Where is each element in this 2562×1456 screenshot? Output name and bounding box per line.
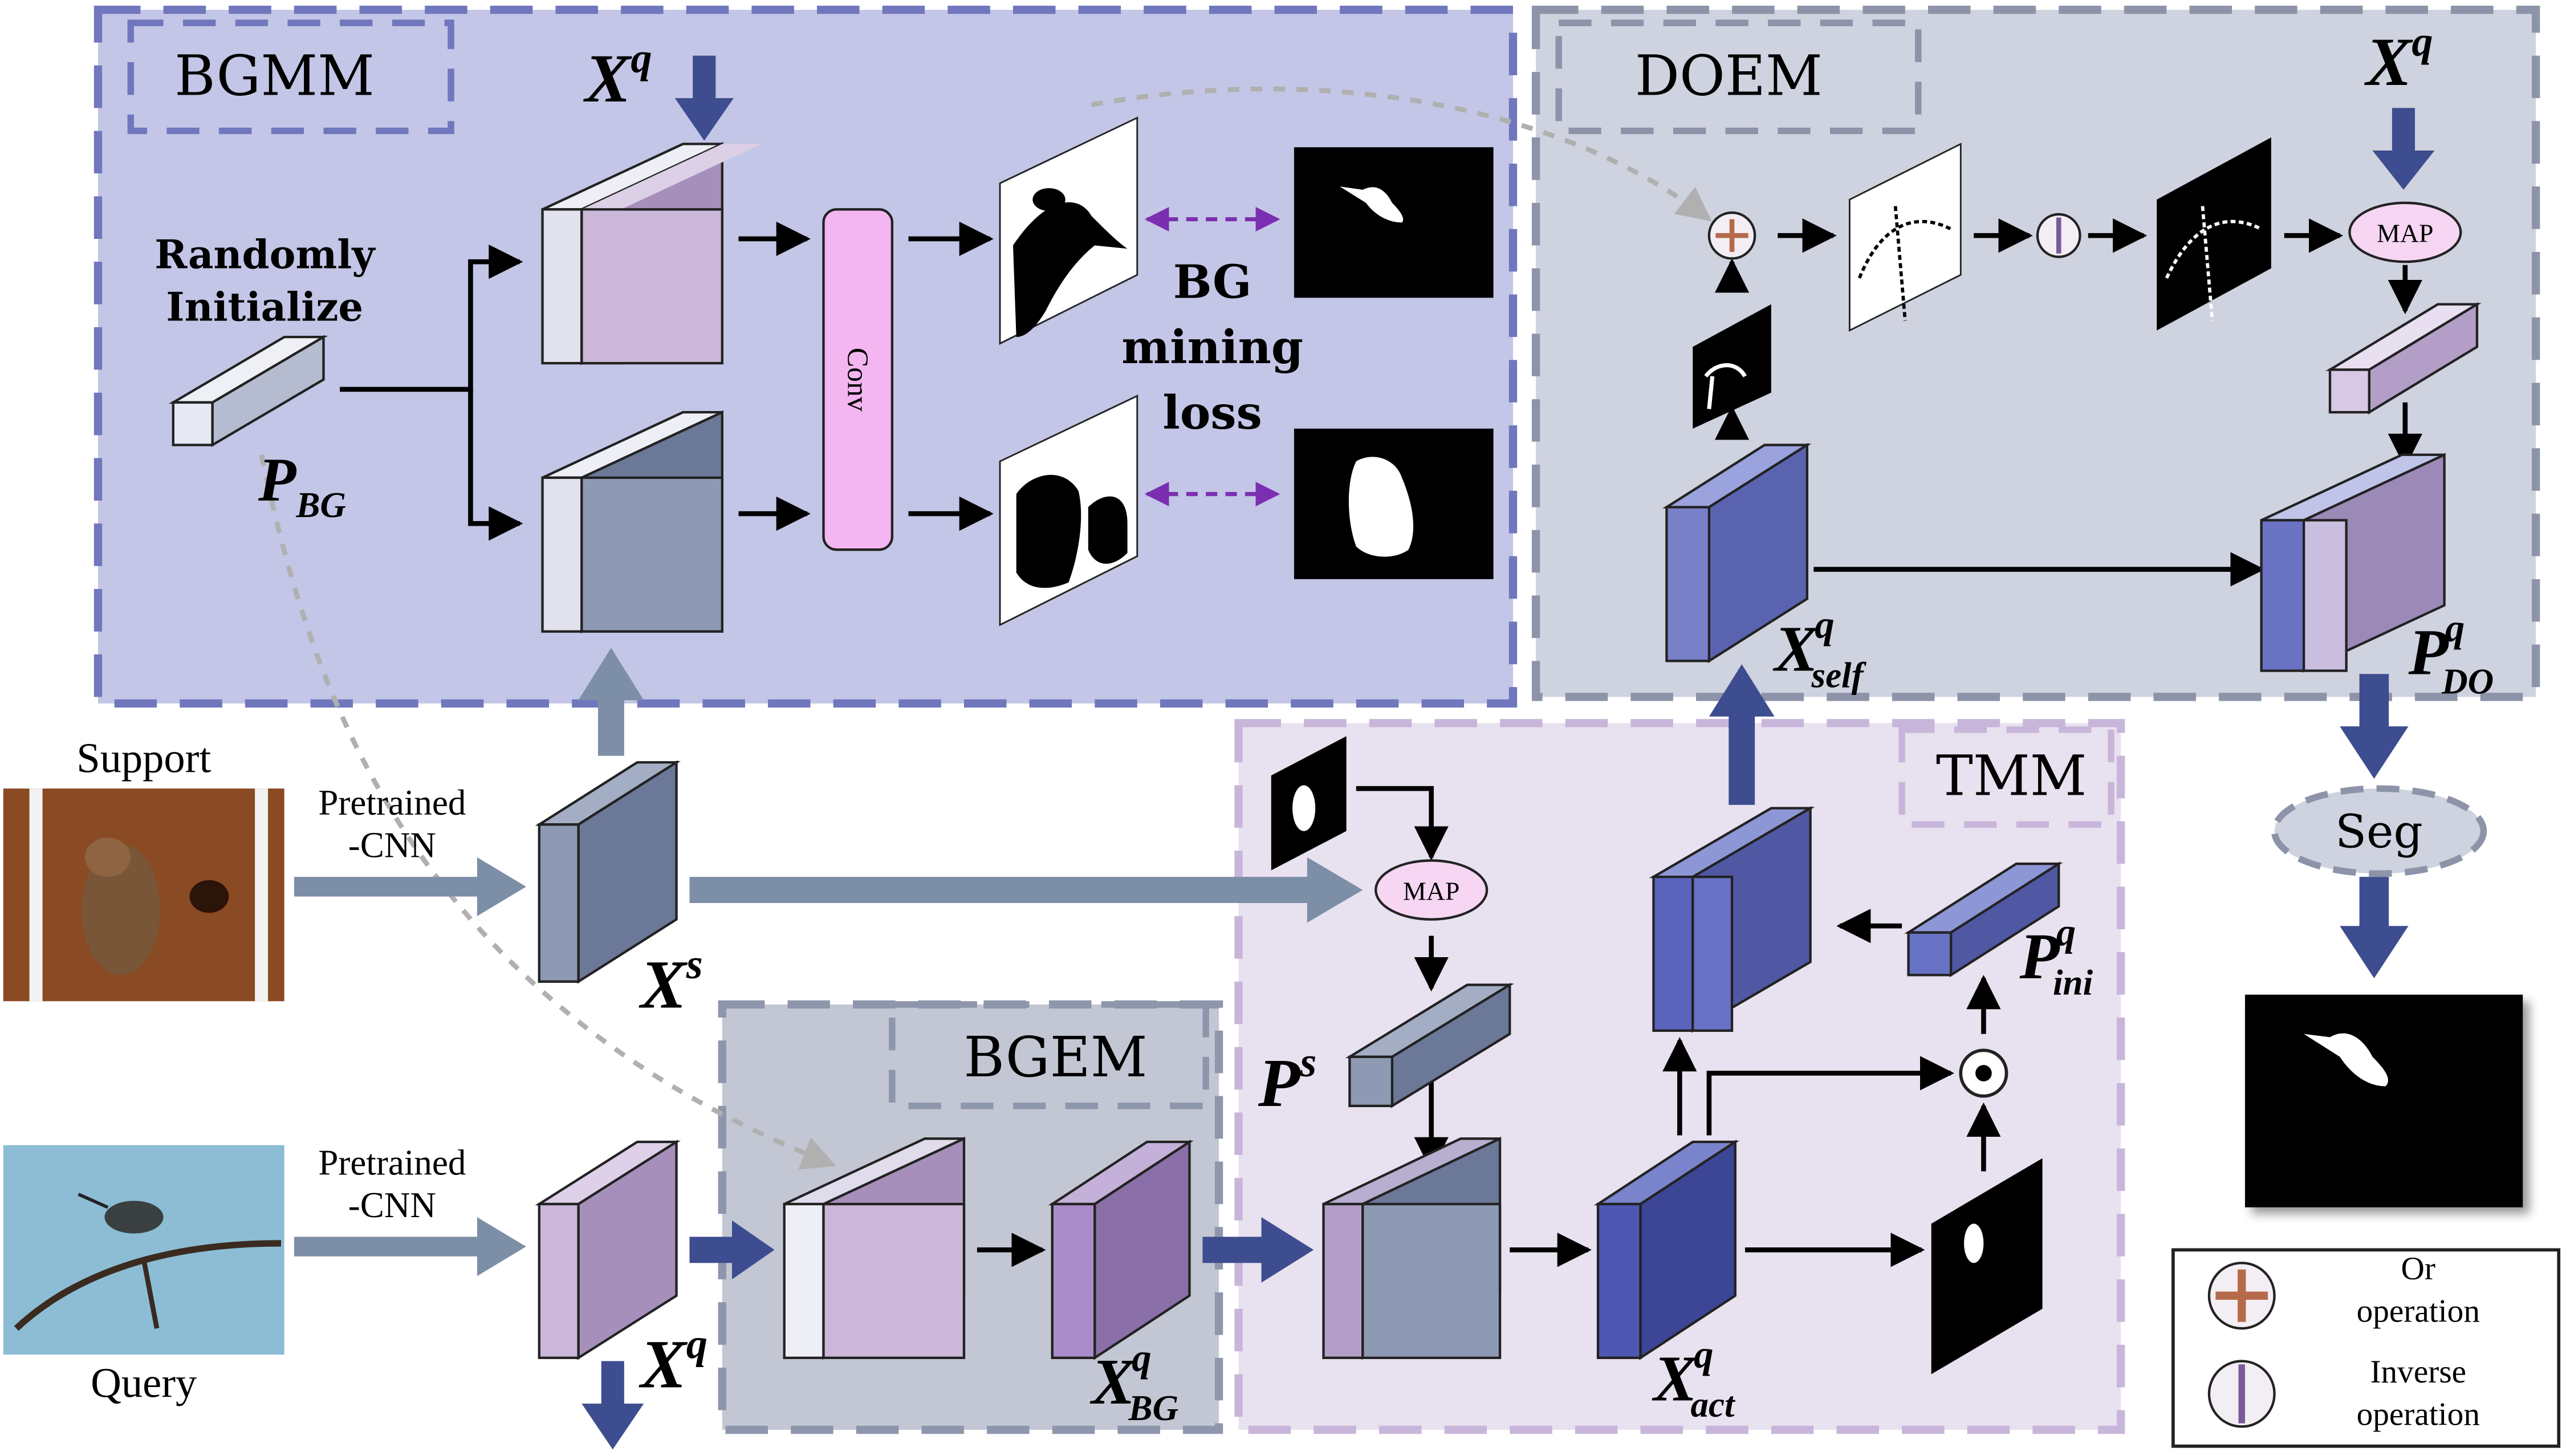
or-result-mask [1848, 143, 1962, 332]
p-s-prototype [1345, 982, 1514, 1108]
prototype-to-bgem-curve [259, 454, 837, 1170]
bgem-concat-feature [783, 1136, 966, 1360]
pretrained-query-2: -CNN [348, 1185, 436, 1225]
bgem-title: BGEM [963, 1024, 1147, 1089]
support-image [3, 788, 284, 1002]
bgmm-module: BGMM [93, 6, 1518, 708]
support-label: Support [76, 735, 211, 782]
math-xq-top-right: Xq [2364, 19, 2433, 101]
doem-title: DOEM [1635, 43, 1823, 108]
final-segmentation-output [2244, 994, 2523, 1207]
legend-inverse-label-1: Inverse [2370, 1354, 2466, 1390]
self-mask-small [1693, 304, 1771, 429]
map-bottom-label: MAP [1403, 876, 1459, 905]
bg-mining-label-2: mining [1121, 320, 1303, 374]
bg-mining-label-1: BG [1173, 255, 1252, 308]
bg-mask-bottom [999, 394, 1138, 627]
legend-or-label-1: Or [2401, 1251, 2435, 1287]
tmm-concat-feature [1322, 1136, 1502, 1360]
do-prototype-block [2325, 302, 2482, 414]
math-p-s: Ps [1258, 1039, 1317, 1121]
initialize-label: Initialize [166, 284, 363, 330]
conv-block: Conv [822, 208, 894, 551]
randomly-label: Randomly [154, 232, 376, 278]
math-xq-bottom: Xq [639, 1321, 708, 1403]
conv-label: Conv [841, 348, 873, 412]
math-x-s: Xs [639, 941, 703, 1023]
bg-mining-label-3: loss [1162, 386, 1262, 440]
map-top-label: MAP [2377, 219, 2433, 248]
inverse-result-mask [2157, 137, 2271, 331]
prototype-bg-block [168, 335, 328, 448]
gt-mask-top [1294, 147, 1494, 298]
act-mask [1931, 1158, 2043, 1374]
x-act-feature [1593, 1140, 1739, 1360]
support-mask [1271, 736, 1347, 871]
x-self-feature [1662, 442, 1812, 664]
legend-or-label-2: operation [2357, 1294, 2480, 1329]
pretrained-support-1: Pretrained [318, 783, 466, 823]
seg-node: Seg [2271, 785, 2487, 877]
p-ini-prototype [1904, 861, 2063, 978]
bg-mask-to-or-curve [1091, 86, 1712, 222]
tmm-title: TMM [1936, 743, 2087, 808]
p-do-feature [2260, 453, 2446, 673]
x-q-feature [535, 1140, 681, 1360]
math-xq-top: Xq [583, 35, 652, 117]
or-operator-icon [1707, 211, 1756, 260]
legend: Or operation Inverse operation [2171, 1248, 2561, 1448]
bgmm-query-feature [541, 142, 762, 365]
inverse-operator-icon [2036, 213, 2081, 258]
dot-product-icon [1959, 1048, 2008, 1098]
math-p-bg: PBG [258, 445, 346, 525]
pretrained-query-1: Pretrained [318, 1142, 466, 1182]
pretrained-support-2: -CNN [348, 825, 436, 865]
bgmm-title: BGMM [174, 43, 375, 108]
seg-label: Seg [2335, 804, 2423, 858]
query-label: Query [91, 1360, 197, 1407]
bg-mask-top [999, 116, 1138, 345]
thin-arrows [340, 218, 2422, 1267]
big-arrows [294, 55, 2435, 1450]
tmm-output-feature [1649, 806, 1815, 1033]
x-s-feature [535, 760, 681, 984]
map-bottom: MAP [1374, 859, 1489, 921]
bgmm-support-feature [541, 410, 723, 634]
gt-mask-bottom [1294, 428, 1494, 579]
query-image [3, 1145, 284, 1355]
legend-inverse-label-2: operation [2357, 1396, 2480, 1432]
x-bg-feature [1048, 1140, 1194, 1360]
map-top: MAP [2348, 201, 2462, 263]
